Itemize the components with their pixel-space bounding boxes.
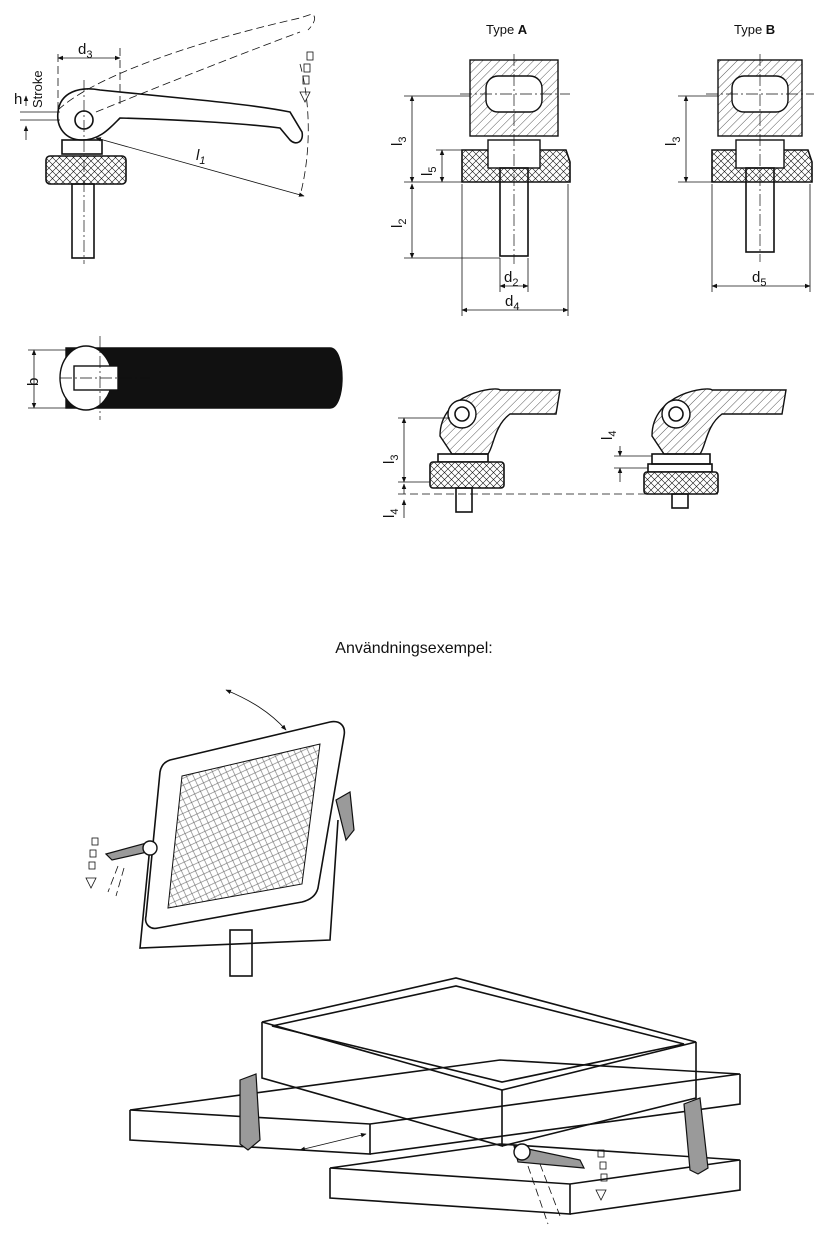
l2-label: l2 xyxy=(389,219,409,228)
height-detail-type-a xyxy=(429,388,561,513)
application-example-caption: Användningsexempel: xyxy=(335,640,492,657)
d5-label: d5 xyxy=(752,269,766,289)
swing-direction-markers xyxy=(299,51,314,103)
l4-detail-a-label: l4 xyxy=(381,509,401,518)
type-b-title: Type B xyxy=(734,22,775,37)
l1-label: l1 xyxy=(196,147,205,167)
application-sliding-tray xyxy=(129,977,741,1225)
d4-label: d4 xyxy=(505,293,519,313)
d2-label: d2 xyxy=(504,269,518,289)
side-view-lever xyxy=(20,13,316,264)
application-tilting-panel xyxy=(85,689,355,977)
l3-type-a-label: l3 xyxy=(389,137,409,146)
type-a-title: Type A xyxy=(486,22,528,37)
h-label: h xyxy=(14,91,22,108)
stroke-label: Stroke xyxy=(30,70,45,108)
top-view-lever xyxy=(59,336,343,420)
l3-detail-label: l3 xyxy=(381,455,401,464)
type-b-section xyxy=(706,54,814,262)
l3-type-b-label: l3 xyxy=(663,137,683,146)
l4-detail-b-label: l4 xyxy=(599,431,619,440)
b-label: b xyxy=(25,378,42,386)
l5-label: l5 xyxy=(419,167,439,176)
height-detail-type-b xyxy=(643,388,787,509)
d3-label: d3 xyxy=(78,41,92,61)
type-a-section xyxy=(460,54,571,264)
